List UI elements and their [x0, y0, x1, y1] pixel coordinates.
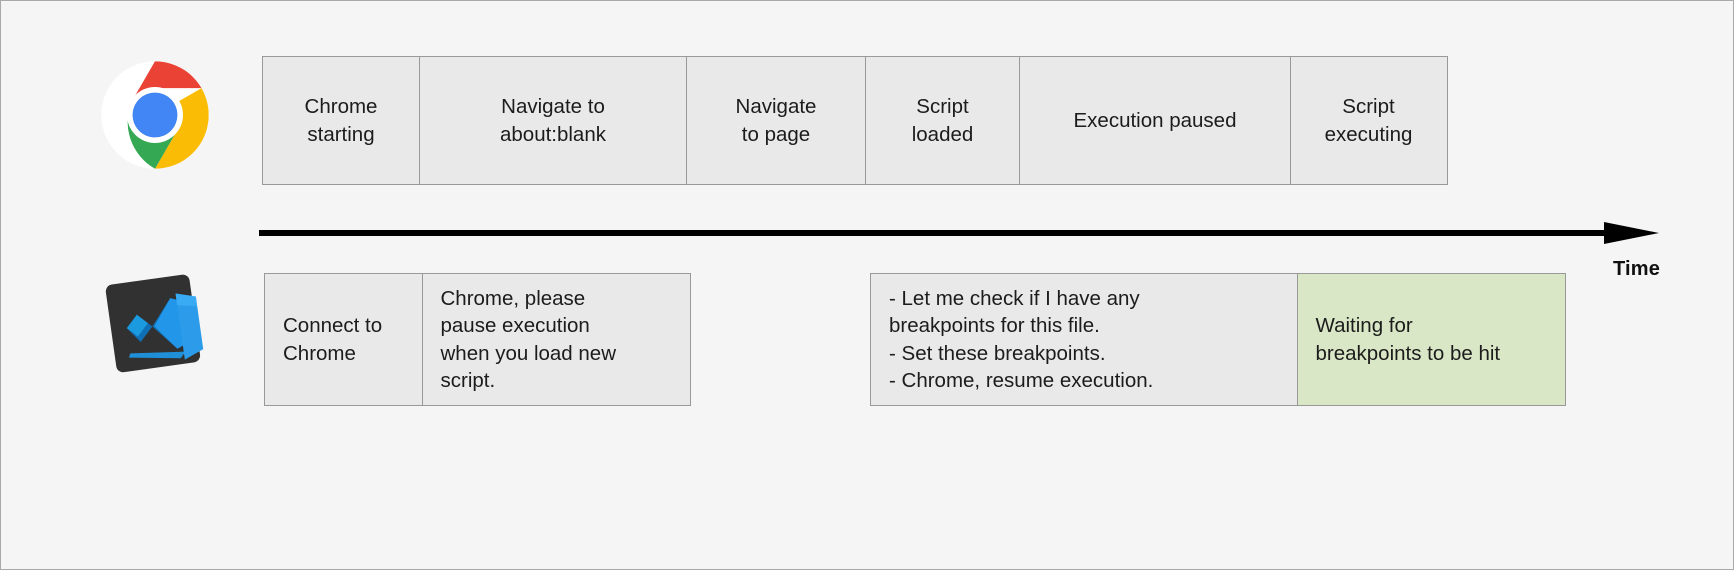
chrome-step-script-executing: Script executing — [1289, 56, 1448, 185]
chrome-step-navigate-to-page: Navigate to page — [686, 56, 866, 185]
vscode-logo-icon — [97, 263, 215, 385]
chrome-lane: Chrome starting Navigate to about:blank … — [262, 56, 1448, 185]
time-axis-arrow — [259, 222, 1659, 244]
vscode-lane-group-breakpoints: - Let me check if I have any breakpoints… — [870, 273, 1566, 406]
chrome-step-chrome-starting: Chrome starting — [262, 56, 420, 185]
chrome-step-execution-paused: Execution paused — [1019, 56, 1291, 185]
vscode-step-set-breakpoints: - Let me check if I have any breakpoints… — [870, 273, 1298, 406]
vscode-step-pause-request: Chrome, please pause execution when you … — [421, 273, 691, 406]
vscode-step-waiting-for-breakpoints: Waiting for breakpoints to be hit — [1296, 273, 1566, 406]
chrome-step-navigate-about-blank: Navigate to about:blank — [418, 56, 688, 185]
vscode-step-connect-to-chrome: Connect to Chrome — [264, 273, 423, 406]
time-axis-label: Time — [1613, 258, 1661, 280]
vscode-lane-group-connect: Connect to Chrome Chrome, please pause e… — [264, 273, 691, 406]
chrome-step-script-loaded: Script loaded — [864, 56, 1021, 185]
chrome-logo-icon — [99, 59, 211, 171]
